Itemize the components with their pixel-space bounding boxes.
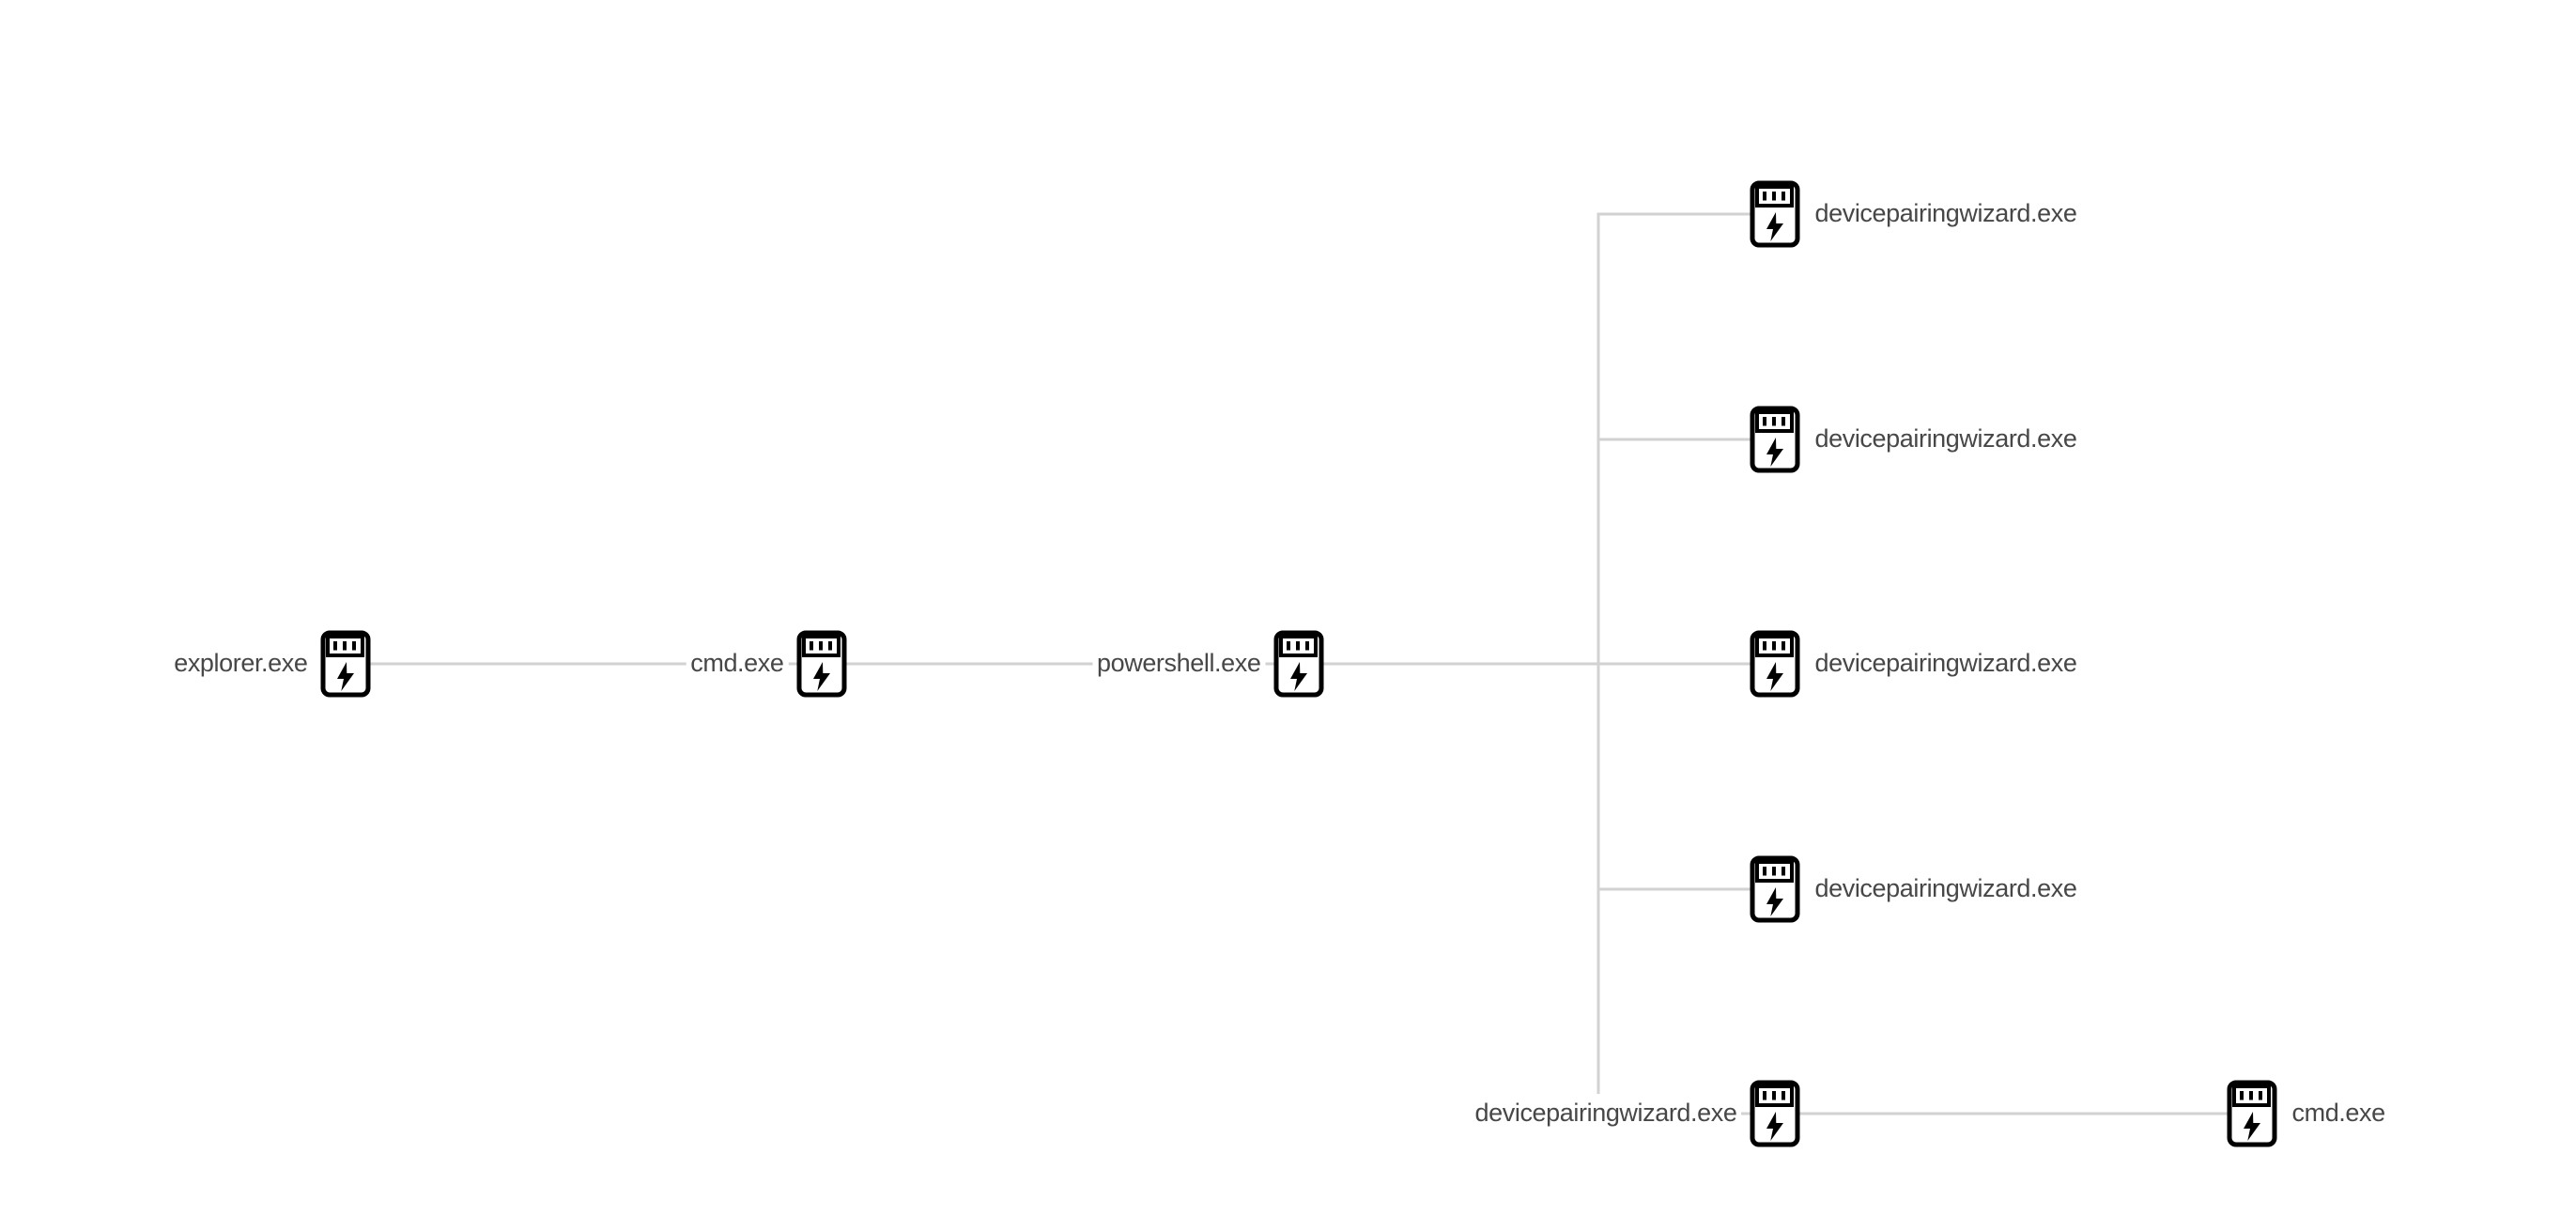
process-label[interactable]: powershell.exe	[1091, 644, 1266, 684]
process-label[interactable]: cmd.exe	[686, 644, 789, 684]
process-node-icon[interactable]	[1276, 633, 1321, 695]
process-label[interactable]: cmd.exe	[2287, 1094, 2390, 1133]
process-label[interactable]: devicepairingwizard.exe	[1810, 420, 2082, 459]
process-node-icon[interactable]	[1752, 408, 1797, 470]
process-node-icon[interactable]	[1752, 858, 1797, 920]
process-label[interactable]: devicepairingwizard.exe	[1810, 644, 2082, 684]
process-node-icon[interactable]	[799, 633, 844, 695]
process-node-icon[interactable]	[323, 633, 368, 695]
process-node-icon[interactable]	[1752, 183, 1797, 245]
process-node-icon[interactable]	[1752, 633, 1797, 695]
process-label[interactable]: devicepairingwizard.exe	[1470, 1094, 1742, 1133]
process-node-icon[interactable]	[1752, 1083, 1797, 1145]
process-label[interactable]: devicepairingwizard.exe	[1810, 194, 2082, 234]
process-label[interactable]: explorer.exe	[169, 644, 313, 684]
process-label[interactable]: devicepairingwizard.exe	[1810, 869, 2082, 909]
process-node-icon[interactable]	[2229, 1083, 2275, 1145]
